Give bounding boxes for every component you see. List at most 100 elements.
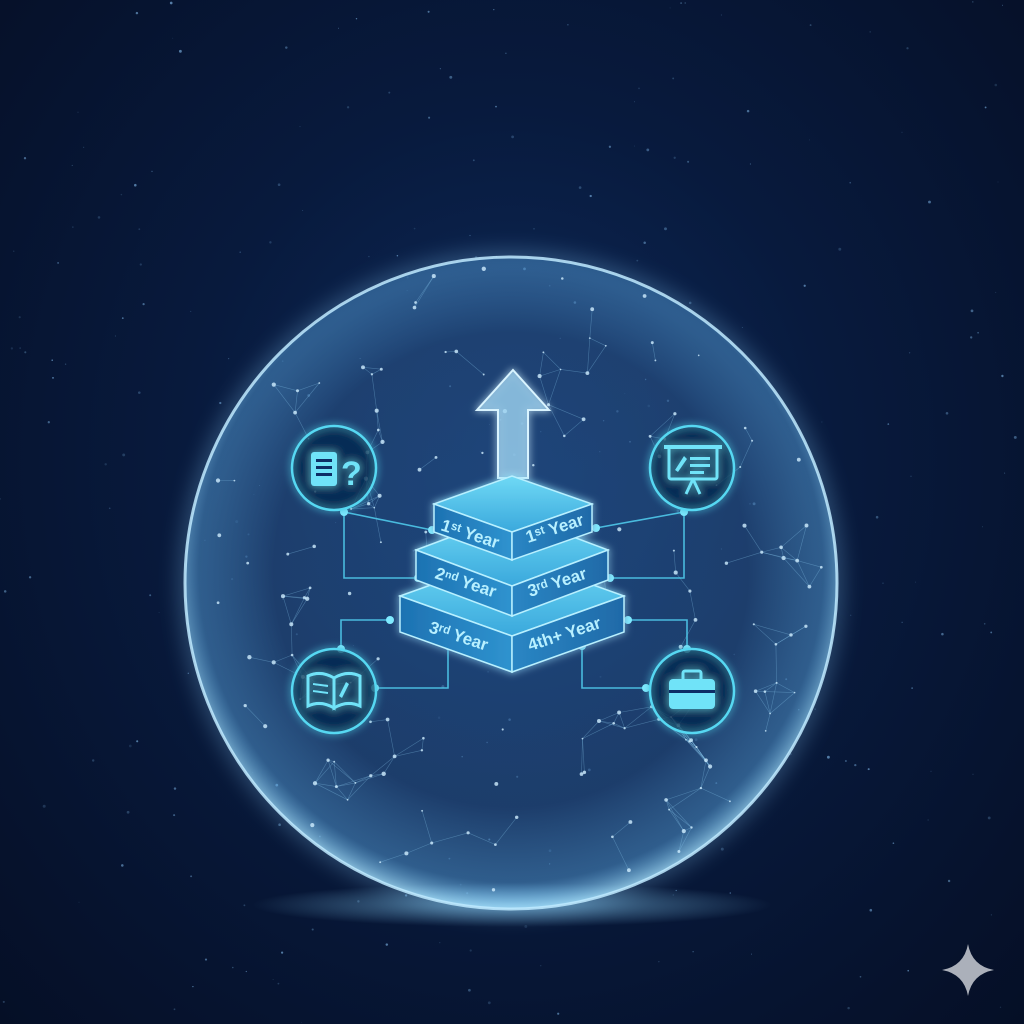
mesh-node <box>404 851 409 856</box>
star <box>396 254 399 257</box>
star <box>680 2 683 5</box>
mesh-node <box>611 835 614 839</box>
star <box>219 401 222 405</box>
star <box>633 145 635 147</box>
mesh-node <box>604 344 607 347</box>
mesh-line <box>336 782 356 787</box>
svg-text:?: ? <box>341 455 362 493</box>
mesh-node <box>421 809 424 812</box>
star <box>869 31 871 33</box>
mesh-node <box>444 350 447 354</box>
star <box>72 226 74 228</box>
mesh-node <box>243 703 247 708</box>
presentation-board-icon <box>648 424 736 512</box>
mesh-node <box>590 307 595 312</box>
star <box>285 46 288 49</box>
star <box>277 982 280 985</box>
mesh-line <box>755 691 771 714</box>
mesh-node <box>466 831 470 835</box>
mesh-node <box>434 455 438 459</box>
mesh-line <box>790 626 807 636</box>
star <box>887 423 890 425</box>
mesh-line <box>297 382 320 392</box>
mesh-line <box>678 831 685 852</box>
mesh-node <box>561 277 564 280</box>
mesh-line <box>291 597 305 625</box>
mesh-line <box>744 427 753 441</box>
mesh-line <box>304 587 311 598</box>
mesh-node <box>350 507 353 510</box>
star <box>192 985 194 988</box>
mesh-node <box>581 737 584 740</box>
mesh-node <box>289 622 294 627</box>
mesh-line <box>282 595 305 598</box>
mesh-node <box>781 555 786 561</box>
star <box>346 106 350 109</box>
mesh-line <box>333 761 356 784</box>
star <box>173 814 176 817</box>
mesh-line <box>761 551 798 561</box>
star <box>608 145 612 148</box>
mesh-line <box>665 799 685 832</box>
star <box>997 181 999 183</box>
star <box>999 1006 1002 1008</box>
mesh-line <box>689 741 697 748</box>
star <box>158 612 160 614</box>
star <box>977 331 979 334</box>
mesh-line <box>314 782 337 787</box>
star <box>134 183 137 187</box>
mesh-line <box>294 390 298 413</box>
star <box>720 14 722 16</box>
star <box>0 498 1 500</box>
mesh-node <box>654 359 657 362</box>
star <box>91 759 95 762</box>
mesh-node <box>760 550 764 554</box>
mesh-line <box>753 624 792 636</box>
star <box>634 101 635 103</box>
star <box>52 376 54 379</box>
mesh-node <box>708 764 713 769</box>
mesh-line <box>249 656 274 663</box>
mesh-node <box>312 544 316 549</box>
mesh-line <box>244 705 266 727</box>
mesh-line <box>690 740 707 761</box>
mesh-line <box>769 692 795 714</box>
mesh-line <box>376 410 379 431</box>
star <box>669 7 671 9</box>
star <box>439 942 441 944</box>
star <box>907 969 910 972</box>
mesh-line <box>376 410 383 442</box>
mesh-line <box>665 799 692 828</box>
mesh-node <box>582 770 587 775</box>
mesh-line <box>406 842 432 854</box>
mesh-line <box>273 384 296 413</box>
mesh-node <box>627 868 631 873</box>
star <box>941 632 944 636</box>
star <box>278 823 281 826</box>
star <box>505 52 507 55</box>
star <box>13 250 15 252</box>
star <box>187 672 189 674</box>
mesh-line <box>294 382 320 413</box>
mesh-node <box>354 781 357 784</box>
mesh-line <box>668 809 692 828</box>
star <box>449 75 453 79</box>
mesh-line <box>548 369 561 405</box>
star <box>1004 472 1006 474</box>
mesh-node <box>664 798 668 802</box>
star <box>910 475 912 478</box>
mesh-line <box>351 507 375 510</box>
star <box>51 359 53 361</box>
star <box>487 1001 491 1005</box>
mesh-node <box>672 549 675 552</box>
mesh-node <box>247 655 252 660</box>
mesh-node <box>263 724 268 729</box>
star <box>589 194 592 198</box>
mesh-node <box>366 502 371 506</box>
mesh-node <box>420 749 424 752</box>
mesh-node <box>494 781 499 786</box>
star <box>142 302 145 306</box>
mesh-line <box>582 720 600 739</box>
mesh-line <box>613 712 620 724</box>
